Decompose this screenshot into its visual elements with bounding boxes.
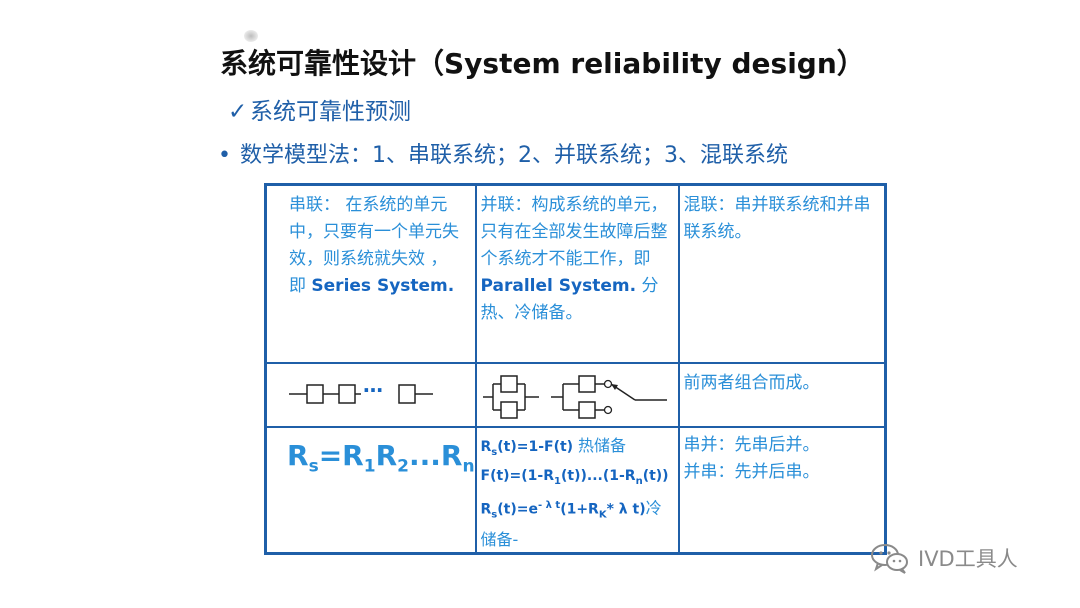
hot-standby-formula: Rs(t)=1-F(t) 热储备 (481, 434, 676, 465)
table-row-formulas: Rs=R1R2...Rn Rs(t)=1-F(t) 热储备 F(t)=(1-R1… (264, 425, 887, 555)
hot-standby-label: 热储备 (577, 435, 626, 455)
cold-label-1: 冷 (645, 498, 662, 518)
formula-r1: R (342, 438, 364, 472)
f3-sub: s (491, 509, 498, 521)
cell-series-formula: Rs=R1R2...Rn (264, 425, 477, 555)
cold-standby-formula: Rs(t)=e- λ t(1+RK* λ t)冷 (481, 494, 676, 527)
bullet-icon: • (218, 143, 231, 168)
subtitle-text: 系统可靠性预测 (250, 99, 411, 125)
f3-subk: K (598, 509, 607, 521)
bullet-line: • 数学模型法：1、串联系统；2、并联系统；3、混联系统 (218, 137, 788, 169)
series-system-label: Series System. (311, 276, 455, 296)
formula-sub-n: n (462, 456, 475, 477)
cold-standby-diagram (550, 374, 667, 419)
f2-subn: n (635, 476, 643, 488)
check-icon: ✓ (228, 99, 248, 125)
reliability-table: 串联： 在系统的单元中，只要有一个单元失效，则系统就失效 ， 即 Series … (264, 183, 887, 555)
table-row-definitions: 串联： 在系统的单元中，只要有一个单元失效，则系统就失效 ， 即 Series … (264, 183, 887, 364)
series-definition-text: 串联： 在系统的单元中，只要有一个单元失效，则系统就失效 ， 即 (289, 195, 459, 296)
formula-dots: ... (408, 438, 441, 472)
f3-r: R (480, 501, 492, 518)
series-parallel-rule: 串并：先串后并。 (683, 434, 820, 455)
cell-series-diagram: … (264, 361, 477, 428)
wechat-icon (871, 544, 908, 574)
f3-c: (1+R (560, 501, 599, 518)
formula-rn: R (440, 438, 463, 472)
parallel-definition-text: 并联：构成系统的单元，只有在全部发生故障后整个系统才不能工作，即 (480, 195, 668, 269)
formula-r: R (287, 438, 309, 472)
series-ellipsis: … (363, 373, 383, 397)
failure-formula: F(t)=(1-R1(t))...(1-Rn(t)) (481, 464, 676, 494)
formula-r2: R (375, 438, 398, 472)
f1-r: R (480, 438, 492, 455)
subtitle-line: ✓系统可靠性预测 (228, 92, 411, 126)
series-block-diagram: … (289, 373, 433, 404)
cell-parallel-diagram (474, 361, 680, 428)
hot-standby-diagram (482, 374, 539, 419)
formula-sub-s: s (308, 456, 319, 477)
f2-a: F(t)=(1-R (480, 468, 555, 485)
cell-parallel-definition: 并联：构成系统的单元，只有在全部发生故障后整个系统才不能工作，即 Paralle… (474, 183, 680, 364)
series-reliability-formula: Rs=R1R2...Rn (287, 436, 475, 487)
f2-b: (t))...(1-R (560, 468, 636, 485)
f2-sub1: 1 (554, 476, 561, 488)
f3-b: (t)=e (497, 501, 538, 518)
formula-sub-1: 1 (363, 456, 376, 477)
decorative-dot (244, 30, 258, 42)
parallel-system-label: Parallel System. (480, 276, 637, 296)
f1-sub: s (491, 446, 498, 458)
cell-series-definition: 串联： 在系统的单元中，只要有一个单元失效，则系统就失效 ， 即 Series … (264, 183, 477, 364)
bullet-text: 数学模型法：1、串联系统；2、并联系统；3、混联系统 (240, 143, 788, 168)
parallel-series-rule: 并串：先并后串。 (683, 461, 820, 482)
cell-mixed-diagram: 前两者组合而成。 (677, 361, 887, 428)
watermark-text: IVD工具人 (918, 547, 1018, 571)
f2-c: (t)) (642, 468, 669, 485)
formula-sub-2: 2 (397, 456, 409, 477)
f3-exp: - λ t (537, 500, 561, 512)
f3-d: * λ t) (606, 501, 646, 518)
parallel-definition-suffix: 分热、冷储备。 (480, 276, 659, 323)
cold-standby-label: 储备- (480, 529, 519, 549)
cell-parallel-formulas: Rs(t)=1-F(t) 热储备 F(t)=(1-R1(t))...(1-Rn(… (474, 425, 680, 555)
formula-eq: = (318, 438, 343, 472)
slide-title: 系统可靠性设计（System reliability design） (220, 47, 865, 80)
cell-mixed-definition: 混联：串并联系统和并串联系统。 (677, 183, 887, 364)
f1-body: (t)=1-F(t) (497, 438, 574, 455)
parallel-block-diagrams (482, 374, 667, 419)
mixed-definition-text: 混联：串并联系统和并串联系统。 (683, 195, 871, 242)
cell-mixed-formulas: 串并：先串后并。 并串：先并后串。 (677, 425, 887, 555)
watermark: IVD工具人 (870, 542, 1018, 574)
mixed-combination-text: 前两者组合而成。 (683, 372, 820, 393)
table-row-diagrams: … (264, 361, 887, 428)
